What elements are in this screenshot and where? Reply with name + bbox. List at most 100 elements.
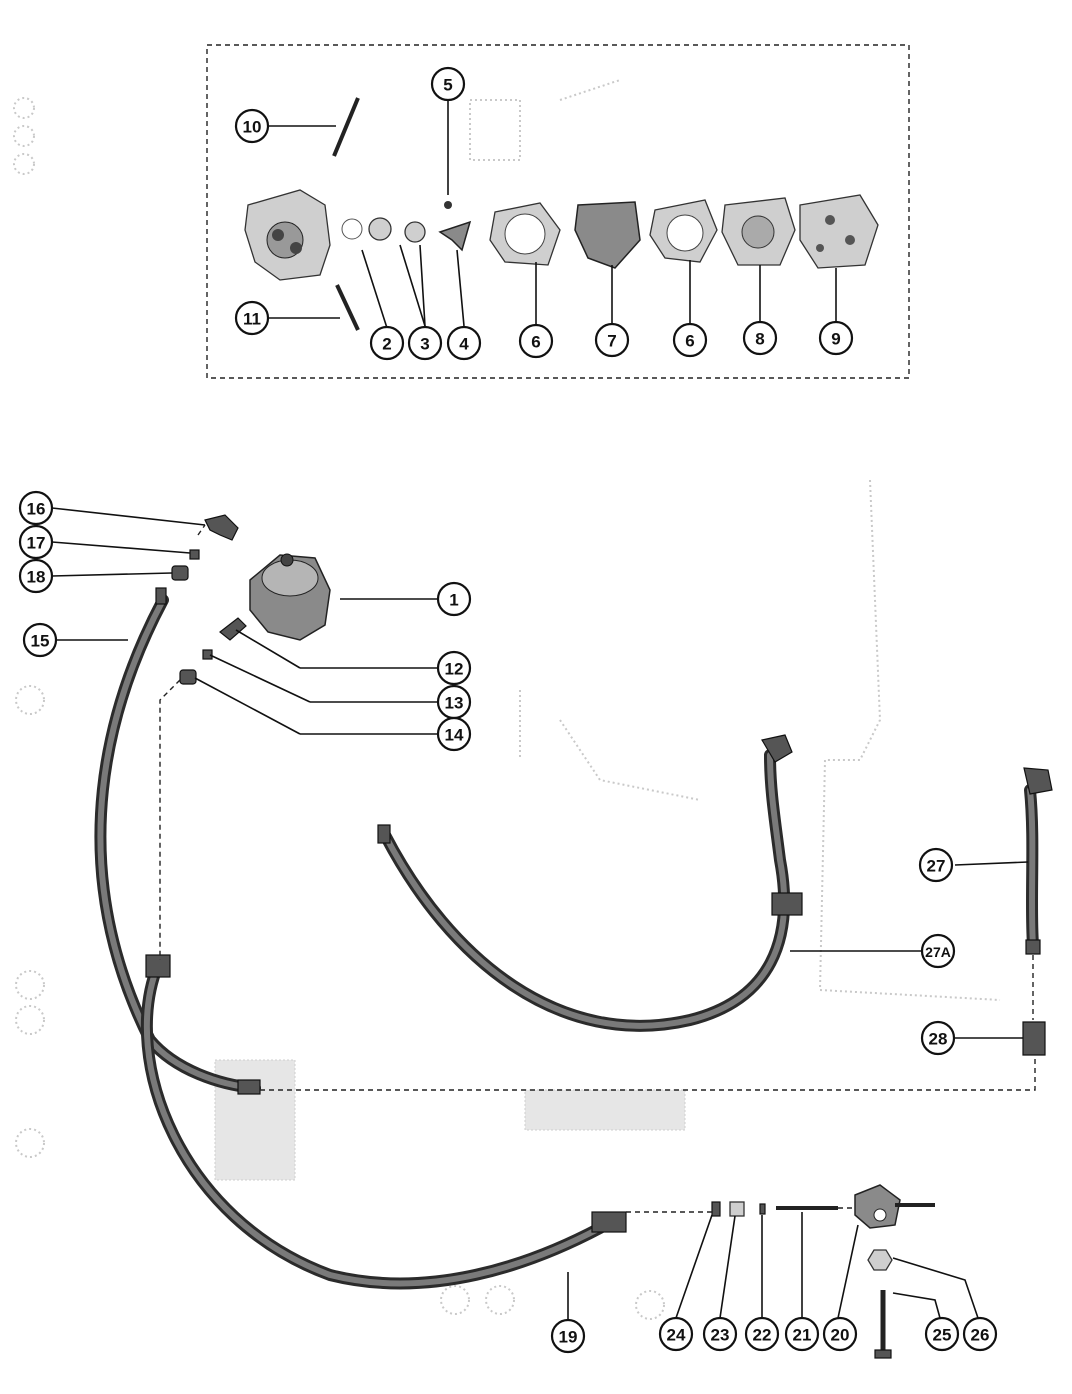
fitting-18 <box>171 565 189 581</box>
callout-28: 28 <box>920 1020 956 1056</box>
callout-circle <box>436 650 472 686</box>
callout-circle <box>742 320 778 356</box>
hose-27 <box>1023 767 1053 955</box>
callout-label: 9 <box>831 330 840 349</box>
dash-line-pump-inlet <box>197 524 206 536</box>
callout-label: 18 <box>27 568 46 587</box>
callout-label: 2 <box>382 335 391 354</box>
callout-label: 10 <box>243 118 262 137</box>
callout-circle <box>446 325 482 361</box>
callout-3: 3 <box>407 325 443 361</box>
callout-label: 1 <box>449 591 458 610</box>
nut-26 <box>867 1249 893 1271</box>
part-23 <box>729 1201 745 1217</box>
part-8-cover <box>721 197 796 266</box>
callout-label: 24 <box>667 1326 686 1345</box>
callout-circle <box>18 558 54 594</box>
callout-11: 11 <box>234 300 270 336</box>
callout-circle <box>550 1318 586 1354</box>
callout-25: 25 <box>924 1316 960 1352</box>
callout-label: 11 <box>243 310 261 329</box>
callout-circle <box>436 581 472 617</box>
callout-label: 22 <box>753 1326 772 1345</box>
callout-label: 23 <box>711 1326 730 1345</box>
hose-27a <box>377 734 803 1032</box>
callout-circle <box>518 323 554 359</box>
callout-6a: 6 <box>518 323 554 359</box>
callout-label: 5 <box>443 76 452 95</box>
callout-circle <box>920 933 956 969</box>
part-5-screw <box>444 201 452 209</box>
leader-24 <box>675 1214 713 1319</box>
leader-17 <box>51 541 191 554</box>
callout-circle <box>962 1316 998 1352</box>
callout-circle <box>918 847 954 883</box>
callout-circle <box>920 1020 956 1056</box>
callout-24: 24 <box>658 1316 694 1352</box>
fitting-14 <box>179 669 197 685</box>
tee-fitting-28 <box>1022 1021 1046 1056</box>
callout-1: 1 <box>436 581 472 617</box>
hose-19 <box>140 954 627 1290</box>
callout-label: 6 <box>531 333 540 352</box>
leader-18 <box>51 572 173 577</box>
part-3-valve-a <box>368 217 392 241</box>
callout-circle <box>234 300 270 336</box>
leader-25 <box>892 1292 941 1319</box>
part-22 <box>759 1203 766 1215</box>
callout-label: 12 <box>445 660 464 679</box>
dash-line-hose15-to-28 <box>260 1055 1036 1091</box>
callout-12: 12 <box>436 650 472 686</box>
callout-circle <box>18 490 54 526</box>
callout-label: 4 <box>459 335 469 354</box>
leader-4 <box>456 249 465 327</box>
callout-label: 6 <box>685 332 694 351</box>
callout-10: 10 <box>234 108 270 144</box>
leader-27 <box>954 861 1029 866</box>
callout-16: 16 <box>18 490 54 526</box>
part-3-valve-b <box>404 221 426 243</box>
callout-27: 27 <box>918 847 954 883</box>
callout-label: 25 <box>933 1326 952 1345</box>
callout-8: 8 <box>742 320 778 356</box>
leader-20 <box>837 1224 859 1319</box>
callout-26: 26 <box>962 1316 998 1352</box>
callout-label: 15 <box>31 632 50 651</box>
callout-9: 9 <box>818 320 854 356</box>
callout-13: 13 <box>436 684 472 720</box>
callout-17: 17 <box>18 524 54 560</box>
screw-10 <box>332 97 360 157</box>
gasket-6b <box>649 199 718 263</box>
callout-circle <box>22 622 58 658</box>
leader-3a <box>399 244 426 327</box>
callout-label: 3 <box>420 335 429 354</box>
callout-circle <box>744 1316 780 1352</box>
callout-circle <box>18 524 54 560</box>
fuel-pump <box>249 553 331 641</box>
callout-label: 28 <box>929 1030 948 1049</box>
callout-circle <box>407 325 443 361</box>
callout-circle <box>924 1316 960 1352</box>
callout-label: 27 <box>927 857 946 876</box>
callout-label: 17 <box>27 534 46 553</box>
repair-kit-inset-box <box>206 44 910 379</box>
callout-circle <box>436 716 472 752</box>
leader-13a <box>209 654 311 703</box>
callout-circle <box>658 1316 694 1352</box>
callout-label: 26 <box>971 1326 990 1345</box>
callout-circle <box>672 322 708 358</box>
leader-12a <box>235 629 301 669</box>
callout-label: 13 <box>445 694 464 713</box>
callout-22: 22 <box>744 1316 780 1352</box>
callout-18: 18 <box>18 558 54 594</box>
diaphragm-7 <box>574 201 641 269</box>
callout-circle <box>594 322 630 358</box>
callout-19: 19 <box>550 1318 586 1354</box>
callout-5: 5 <box>430 66 466 102</box>
callout-21: 21 <box>784 1316 820 1352</box>
callout-label: 16 <box>27 500 46 519</box>
screw-25 <box>874 1290 892 1359</box>
nut-13 <box>202 649 213 660</box>
callout-4: 4 <box>446 325 482 361</box>
